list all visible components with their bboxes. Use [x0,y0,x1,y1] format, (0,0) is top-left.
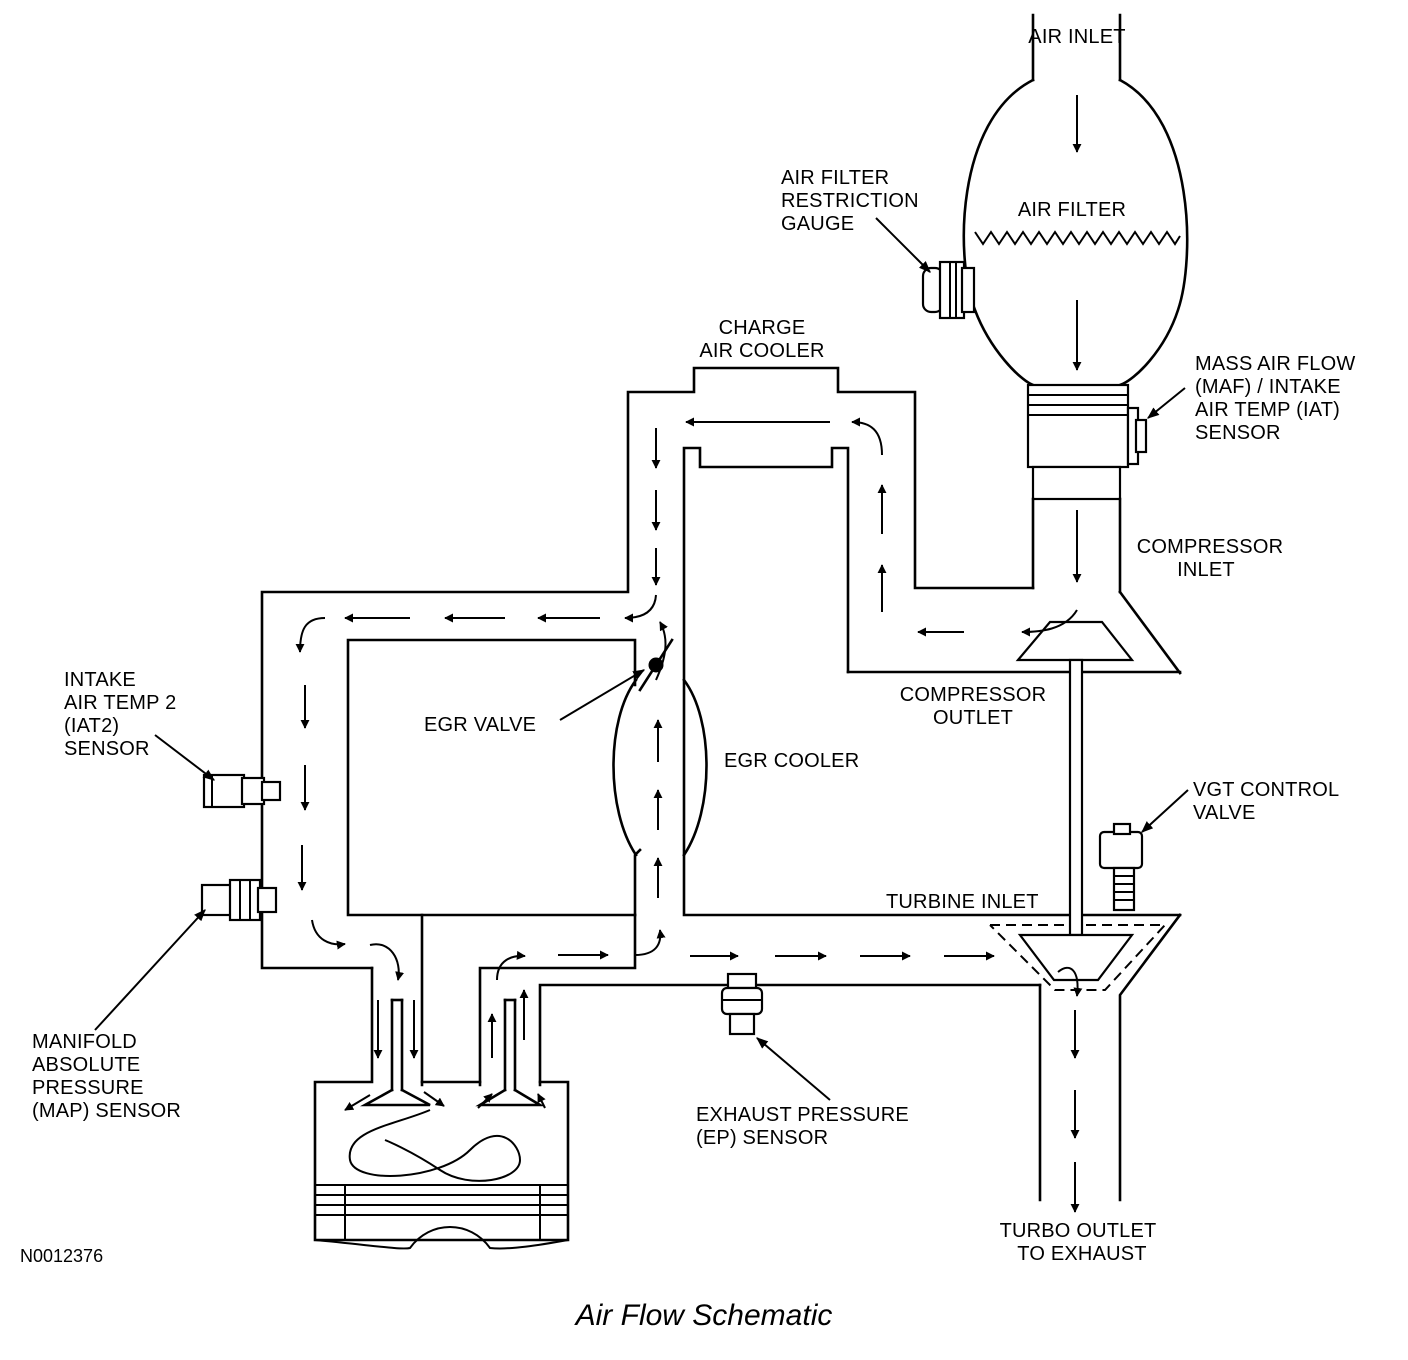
ep-sensor-leader [756,1037,831,1101]
vgt-control-valve-icon [1098,822,1144,912]
svg-text:GAUGE: GAUGE [781,213,854,235]
svg-text:COMPRESSOR: COMPRESSOR [1137,536,1283,558]
maf-sensor-body [1026,383,1148,501]
svg-text:COMPRESSOR: COMPRESSOR [900,684,1046,706]
exhaust-manifold [478,913,1182,1202]
svg-text:ABSOLUTE: ABSOLUTE [32,1054,140,1076]
air-filter-housing [962,78,1189,387]
turbine-inlet-label: TURBINE INLET [886,891,1039,913]
svg-text:(MAF) / INTAKE: (MAF) / INTAKE [1195,376,1341,398]
restriction-gauge-label: AIR FILTER RESTRICTION GAUGE [781,167,919,235]
svg-text:TO EXHAUST: TO EXHAUST [1017,1243,1146,1265]
figure-code: N0012376 [20,1246,103,1266]
charge-air-cooler-label: CHARGE [719,317,806,339]
maf-sensor-label: MASS AIR FLOW (MAF) / INTAKE AIR TEMP (I… [1195,353,1355,444]
egr-valve-leader [559,669,646,721]
svg-text:AIR FILTER: AIR FILTER [781,167,889,189]
svg-text:(IAT2): (IAT2) [64,715,119,737]
intake-valve-icon [359,998,431,1107]
turbine-housing-outline [989,924,1168,991]
svg-text:EXHAUST PRESSURE: EXHAUST PRESSURE [696,1104,909,1126]
svg-text:INTAKE: INTAKE [64,669,136,691]
svg-text:SENSOR: SENSOR [1195,422,1281,444]
svg-text:RESTRICTION: RESTRICTION [781,190,919,212]
exhaust-valve-icon [475,998,545,1107]
svg-text:(EP) SENSOR: (EP) SENSOR [696,1127,828,1149]
egr-cooler-body [612,678,708,857]
svg-text:PRESSURE: PRESSURE [32,1077,144,1099]
compressor-inlet-duct [1031,497,1182,675]
svg-text:MANIFOLD: MANIFOLD [32,1031,137,1053]
engine-cylinder [313,966,570,1250]
iat2-sensor-label: INTAKE AIR TEMP 2 (IAT2) SENSOR [64,669,176,760]
charge-air-duct [260,366,1182,1087]
iat2-sensor-icon [202,773,282,809]
ep-sensor-icon [720,972,764,1036]
air-inlet-label: AIR INLET [1028,26,1125,48]
map-sensor-label: MANIFOLD ABSOLUTE PRESSURE (MAP) SENSOR [32,1031,181,1122]
svg-text:INLET: INLET [1177,559,1235,581]
map-sensor-icon [200,878,278,922]
egr-cooler-label: EGR COOLER [724,750,859,772]
charge-air-cooler-label: AIR COOLER [699,340,824,362]
egr-valve-icon [638,638,674,692]
svg-text:(MAP) SENSOR: (MAP) SENSOR [32,1100,181,1122]
svg-text:OUTLET: OUTLET [933,707,1013,729]
vgt-valve-leader [1141,789,1189,833]
maf-sensor-leader [1147,387,1186,419]
flow-arrows [295,95,1083,1213]
restriction-gauge-icon [921,260,976,320]
compressor-outlet-label: COMPRESSOR OUTLET [900,684,1046,729]
air-filter-label: AIR FILTER [1018,199,1126,221]
turbocharger [1015,620,1135,982]
diagram-caption: Air Flow Schematic [574,1299,833,1332]
air-filter-element [974,230,1181,246]
turbo-outlet-label: TURBO OUTLET TO EXHAUST [1000,1220,1157,1265]
restriction-gauge-leader [875,217,931,273]
map-sensor-leader [94,909,206,1031]
svg-text:VALVE: VALVE [1193,802,1256,824]
svg-text:AIR TEMP (IAT): AIR TEMP (IAT) [1195,399,1340,421]
svg-text:VGT CONTROL: VGT CONTROL [1193,779,1339,801]
compressor-inlet-label: COMPRESSOR INLET [1137,536,1283,581]
combustion-swirl [348,1109,522,1182]
svg-text:MASS AIR FLOW: MASS AIR FLOW [1195,353,1355,375]
iat2-sensor-leader [154,734,215,781]
vgt-valve-label: VGT CONTROL VALVE [1193,779,1339,824]
ep-sensor-label: EXHAUST PRESSURE (EP) SENSOR [696,1104,909,1149]
svg-text:SENSOR: SENSOR [64,738,150,760]
svg-text:TURBO OUTLET: TURBO OUTLET [1000,1220,1157,1242]
egr-valve-label: EGR VALVE [424,714,536,736]
air-inlet-pipe [1031,13,1122,82]
svg-text:AIR TEMP 2: AIR TEMP 2 [64,692,176,714]
